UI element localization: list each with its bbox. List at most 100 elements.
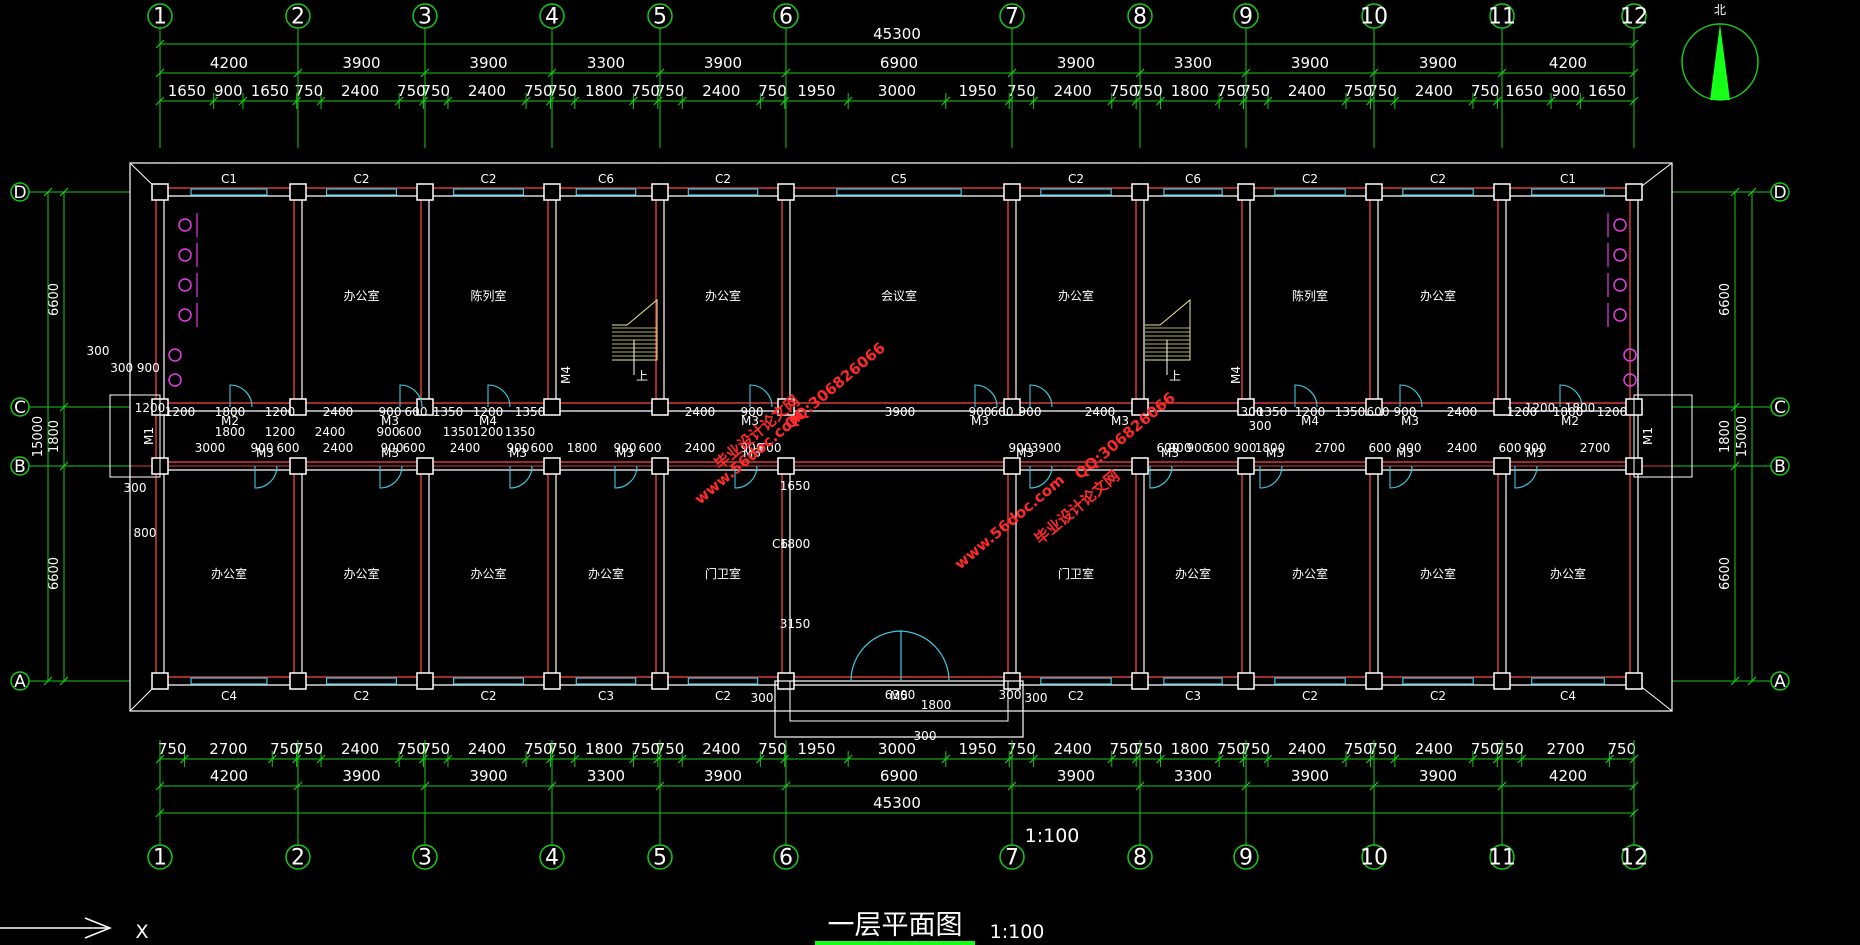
- toilet-left: [178, 248, 192, 262]
- detail-top-label: 1650: [1505, 82, 1543, 100]
- stair-left-up: 上: [636, 369, 648, 383]
- window-top: [1163, 188, 1223, 196]
- column: [416, 183, 434, 201]
- corridor-dim-north: 3900: [885, 405, 916, 419]
- door-code-south: M3: [1161, 446, 1179, 460]
- bays-bottom-label: 3900: [704, 767, 742, 785]
- column: [1003, 183, 1021, 201]
- door-south: [1514, 465, 1538, 489]
- detail-top-label: 2400: [468, 82, 506, 100]
- room-south: 办公室: [470, 566, 506, 581]
- corridor-dim-south: 3900: [1031, 441, 1062, 455]
- detail-bottom-slash: [316, 754, 326, 764]
- column: [151, 183, 169, 201]
- corridor-dim-south: 900: [251, 441, 274, 455]
- detail-top-label: 3000: [878, 82, 916, 100]
- column: [651, 457, 669, 475]
- detail-top-label: 1950: [797, 82, 835, 100]
- column: [289, 457, 307, 475]
- detail-bottom-label: 2400: [1288, 740, 1326, 758]
- detail-bottom-slash: [546, 754, 555, 764]
- door-code-north: M3: [971, 414, 989, 428]
- note-label: 300: [1249, 419, 1272, 433]
- roof-outline: [129, 162, 1673, 712]
- note-label: 2400: [315, 425, 346, 439]
- window-label-top: C1: [1560, 172, 1576, 186]
- column: [1365, 183, 1383, 201]
- room-north: 陈列室: [1292, 288, 1328, 303]
- detail-top-label: 900: [214, 82, 243, 100]
- door-south: [509, 465, 533, 489]
- note-label: 1650: [780, 479, 811, 493]
- axis-label-11: 11: [1488, 846, 1516, 871]
- detail-top-slash: [443, 96, 453, 106]
- note-label: 1800: [1565, 401, 1596, 415]
- note-label: 1350: [443, 425, 474, 439]
- window-label-bottom: C3: [1185, 689, 1201, 703]
- detail-bottom-slash: [292, 754, 302, 764]
- window-top: [1402, 188, 1474, 196]
- building-outline: [109, 162, 1693, 738]
- detail-top-label: 750: [631, 82, 660, 100]
- detail-bottom-slash: [1107, 754, 1117, 764]
- detail-top-label: 750: [548, 82, 577, 100]
- bays-top-label: 3900: [1291, 54, 1329, 72]
- toilet-right: [1613, 308, 1627, 322]
- end-door-right: M1: [1641, 427, 1655, 445]
- vestibule-right: [1633, 394, 1693, 478]
- column: [1003, 457, 1021, 475]
- door-south: [254, 465, 278, 489]
- window-label-top: C6: [598, 172, 614, 186]
- door-code-north: M3: [1401, 414, 1419, 428]
- detail-top-label: 750: [1368, 82, 1397, 100]
- detail-bottom-label: 1800: [1171, 740, 1209, 758]
- detail-bottom-slash: [1341, 754, 1351, 764]
- drawing-title: 一层平面图: [828, 910, 963, 941]
- detail-top-slash: [238, 96, 248, 106]
- room-north: 办公室: [1058, 288, 1094, 303]
- corridor-dim-south: 2400: [1447, 441, 1478, 455]
- window-top: [1040, 188, 1112, 196]
- window-top: [190, 188, 268, 196]
- corridor-dim-south: 600: [1157, 441, 1180, 455]
- note-label: 1800: [215, 425, 246, 439]
- door-code-south: M3: [743, 446, 761, 460]
- door-south: [614, 465, 638, 489]
- detail-bottom-label: 750: [295, 740, 324, 758]
- corridor-dim-south: 600: [1207, 441, 1230, 455]
- bays-bottom-label: 4200: [1549, 767, 1587, 785]
- corridor-dim-north: 1200: [265, 405, 296, 419]
- detail-top-slash: [209, 96, 219, 106]
- column: [651, 672, 669, 690]
- detail-bottom-slash: [780, 754, 790, 764]
- door-north: [1559, 384, 1583, 408]
- window-bottom: [452, 677, 525, 685]
- bays-top-label: 6900: [880, 54, 918, 72]
- stair-right-up: 上: [1169, 369, 1181, 383]
- note-label: 300: [1025, 691, 1048, 705]
- detail-top-slash: [1214, 96, 1224, 106]
- detail-bottom-slash: [1156, 754, 1165, 764]
- detail-top-slash: [941, 96, 951, 106]
- detail-bottom-slash: [179, 754, 189, 764]
- corridor-dim-north: 1200: [1597, 405, 1628, 419]
- corridor-dim-south: 600: [759, 441, 782, 455]
- detail-bottom-slash: [677, 754, 687, 764]
- detail-top-label: 750: [421, 82, 450, 100]
- detail-bottom-label: 2400: [1415, 740, 1453, 758]
- column: [777, 457, 795, 475]
- detail-top-slash: [653, 96, 663, 106]
- column: [777, 398, 795, 416]
- column: [1237, 457, 1255, 475]
- bays-bottom-label: 3900: [342, 767, 380, 785]
- watermarks: 毕业设计论文网www.56doc.comQQ:306826066毕业设计论文网w…: [691, 339, 1179, 573]
- corridor-dim-south: 600: [1499, 441, 1522, 455]
- toilet-right: [1613, 218, 1627, 232]
- detail-top-label: 2400: [1054, 82, 1092, 100]
- note-label: C6: [772, 537, 788, 551]
- detail-top-label: 750: [1134, 82, 1163, 100]
- window-label-top: C2: [1430, 172, 1446, 186]
- axis-label-12: 12: [1620, 846, 1648, 871]
- room-north: 办公室: [343, 288, 379, 303]
- window-bottom: [1163, 677, 1223, 685]
